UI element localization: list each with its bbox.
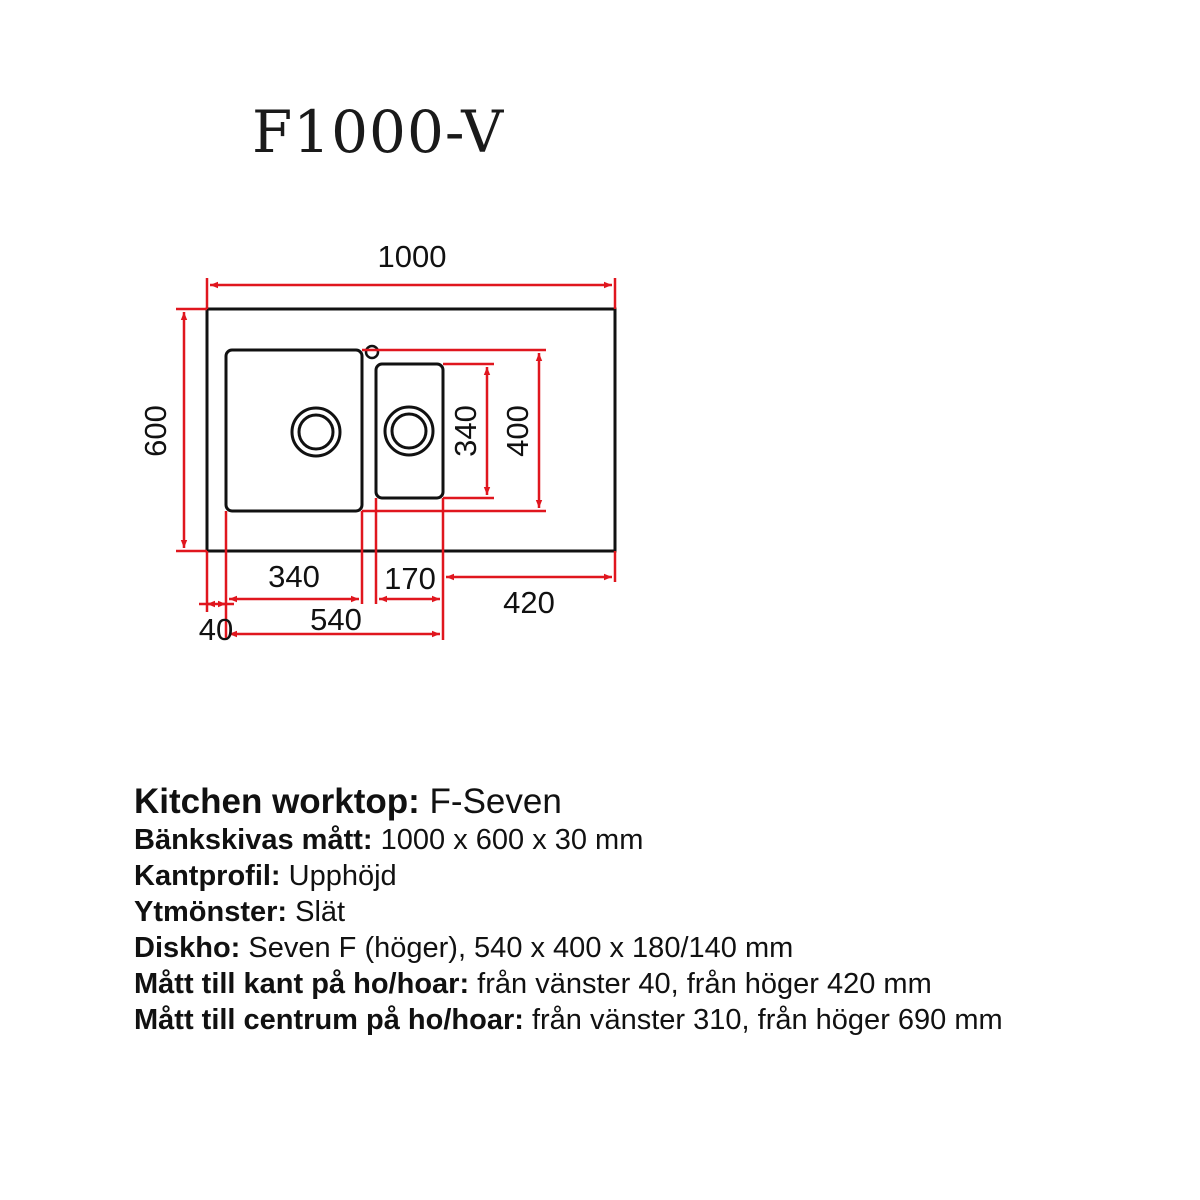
tap-hole [364,344,380,360]
spec-worktop: Kitchen worktop: F-Seven [134,782,562,821]
spec-center-distance: Mått till centrum på ho/hoar: från vänst… [134,1004,1003,1036]
right-drain-inner [390,412,428,450]
label-bowl-340: 340 [448,405,483,457]
right-drain-outer [383,405,435,457]
label-bowl-400: 400 [500,405,535,457]
spec-sink: Diskho: Seven F (höger), 540 x 400 x 180… [134,932,794,964]
spec-dimensions: Bänkskivas mått: 1000 x 600 x 30 mm [134,824,644,856]
label-sink-540: 540 [310,602,362,637]
right-bowl [374,362,445,500]
left-bowl [224,348,364,513]
spec-edge-profile: Kantprofil: Upphöjd [134,860,397,892]
spec-list: Kitchen worktop: F-Seven Bänkskivas mått… [134,782,1003,1038]
label-left-340: 340 [268,559,320,594]
label-width: 1000 [378,239,447,274]
worktop-outline [205,307,617,553]
left-drain-inner [297,413,335,451]
spec-surface: Ytmönster: Slät [134,896,346,928]
left-drain-outer [290,406,342,458]
model-title: F1000-V [252,98,505,166]
label-left-40: 40 [199,612,233,647]
label-small-170: 170 [384,561,436,596]
label-right-420: 420 [503,585,555,620]
worktop-diagram: 1000 600 340 400 340 170 420 40 540 [138,239,617,647]
spec-edge-distance: Mått till kant på ho/hoar: från vänster … [134,968,932,1000]
label-height: 600 [138,405,173,457]
